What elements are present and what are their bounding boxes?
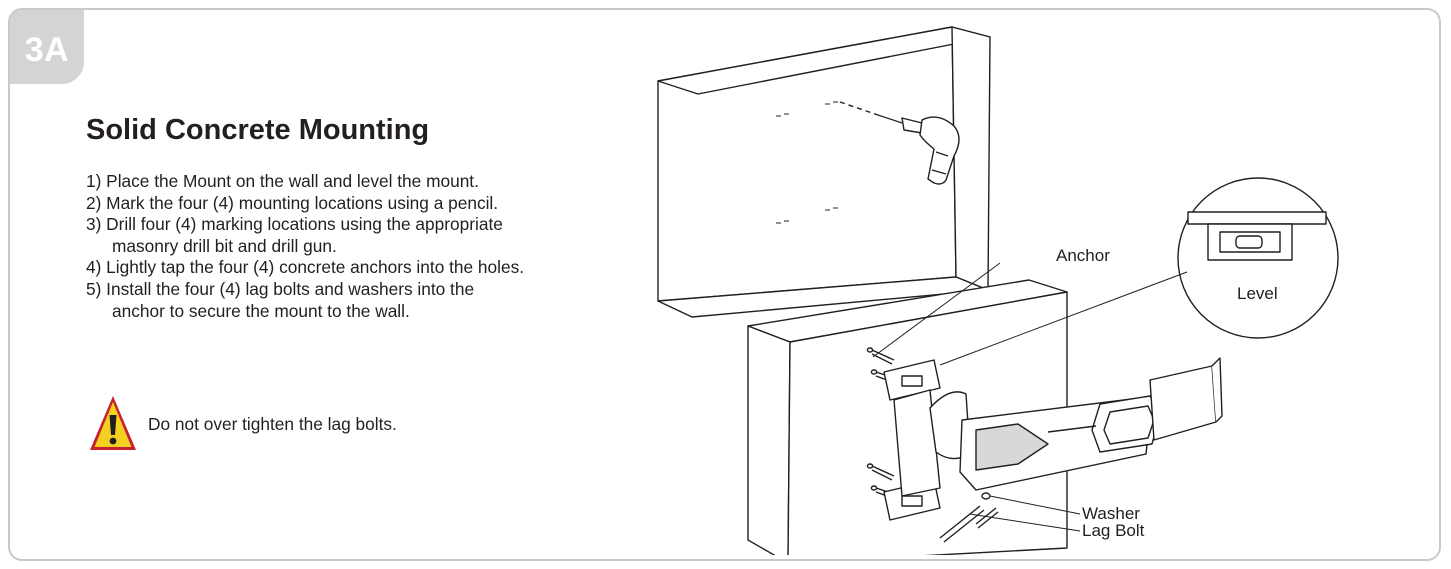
upper-wall-illustration — [657, 26, 991, 318]
step-3-continued: masonry drill bit and drill gun. — [112, 235, 337, 256]
wall-plate — [883, 359, 941, 521]
washer-label: Washer — [1082, 504, 1140, 523]
drill-icon — [877, 114, 960, 185]
instruction-panel: 3A — [8, 8, 1441, 561]
step-1: 1) Place the Mount on the wall and level… — [86, 171, 479, 191]
mount-arm — [929, 357, 1223, 491]
level-label: Level — [1237, 284, 1278, 303]
warning-icon — [90, 396, 136, 450]
warning-text: Do not over tighten the lag bolts. — [148, 414, 397, 434]
step-badge: 3A — [10, 10, 84, 84]
hole-marks — [776, 101, 838, 224]
step-5-continued: anchor to secure the mount to the wall. — [112, 300, 410, 321]
section-title: Solid Concrete Mounting — [86, 114, 430, 146]
leader-lines — [872, 262, 1188, 532]
step-3: 3) Drill four (4) marking locations usin… — [86, 214, 503, 235]
step-5: 5) Install the four (4) lag bolts and wa… — [86, 278, 475, 299]
warning-note: Do not over tighten the lag bolts. — [88, 393, 588, 453]
level-inset — [1177, 177, 1339, 339]
instruction-steps: 1) Place the Mount on the wall and level… — [86, 171, 626, 322]
step-4: 4) Lightly tap the four (4) concrete anc… — [86, 257, 525, 278]
anchor-label: Anchor — [1056, 246, 1110, 265]
lag-bolt-label: Lag Bolt — [1082, 521, 1145, 540]
drill-path — [839, 101, 879, 116]
mounting-diagram: Anchor Level Washer Lag Bolt — [657, 26, 1339, 555]
step-2: 2) Mark the four (4) mounting locations … — [86, 192, 499, 213]
